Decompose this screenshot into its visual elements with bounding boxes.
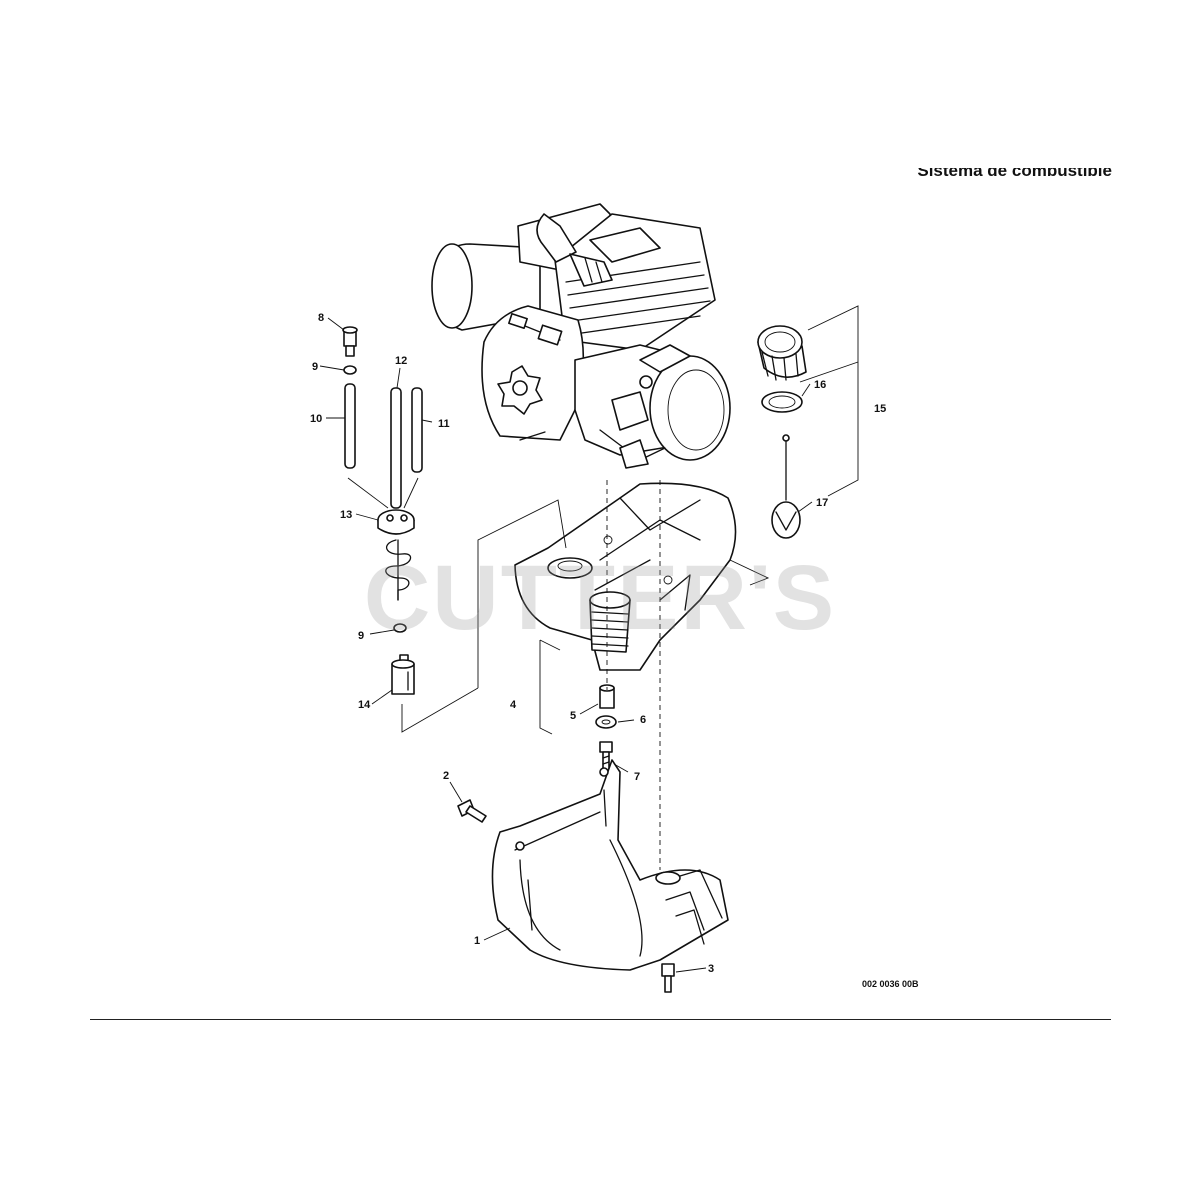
callout-8: 8 <box>318 312 324 324</box>
callout-1: 1 <box>474 935 480 947</box>
fuel-line-parts <box>342 326 423 695</box>
diagram-title: Sistema de combustible <box>917 168 1112 180</box>
callout-9a: 9 <box>312 361 318 373</box>
bottom-rule <box>90 1019 1111 1020</box>
drawing-code: 002 0036 00B <box>862 979 919 989</box>
callout-13: 13 <box>340 509 352 521</box>
callout-labels: 8 9 12 10 11 13 9 14 4 5 6 7 2 1 3 16 15… <box>310 312 886 975</box>
callout-6: 6 <box>640 714 646 726</box>
engine-assembly <box>431 203 731 469</box>
callout-4: 4 <box>510 699 517 711</box>
callout-3: 3 <box>708 963 714 975</box>
leader-lines <box>319 305 859 973</box>
callout-17: 17 <box>816 497 828 509</box>
callout-16: 16 <box>814 379 826 391</box>
fuel-cap-assembly <box>757 325 807 539</box>
callout-7: 7 <box>634 771 640 783</box>
callout-11: 11 <box>438 418 450 430</box>
fuel-tank <box>514 482 737 671</box>
callout-5: 5 <box>570 710 576 722</box>
base-guard <box>491 759 729 971</box>
callout-9b: 9 <box>358 630 364 642</box>
callout-15: 15 <box>874 403 886 415</box>
callout-10: 10 <box>310 413 322 425</box>
callout-14: 14 <box>358 699 371 711</box>
callout-2: 2 <box>443 770 449 782</box>
callout-12: 12 <box>395 355 407 367</box>
